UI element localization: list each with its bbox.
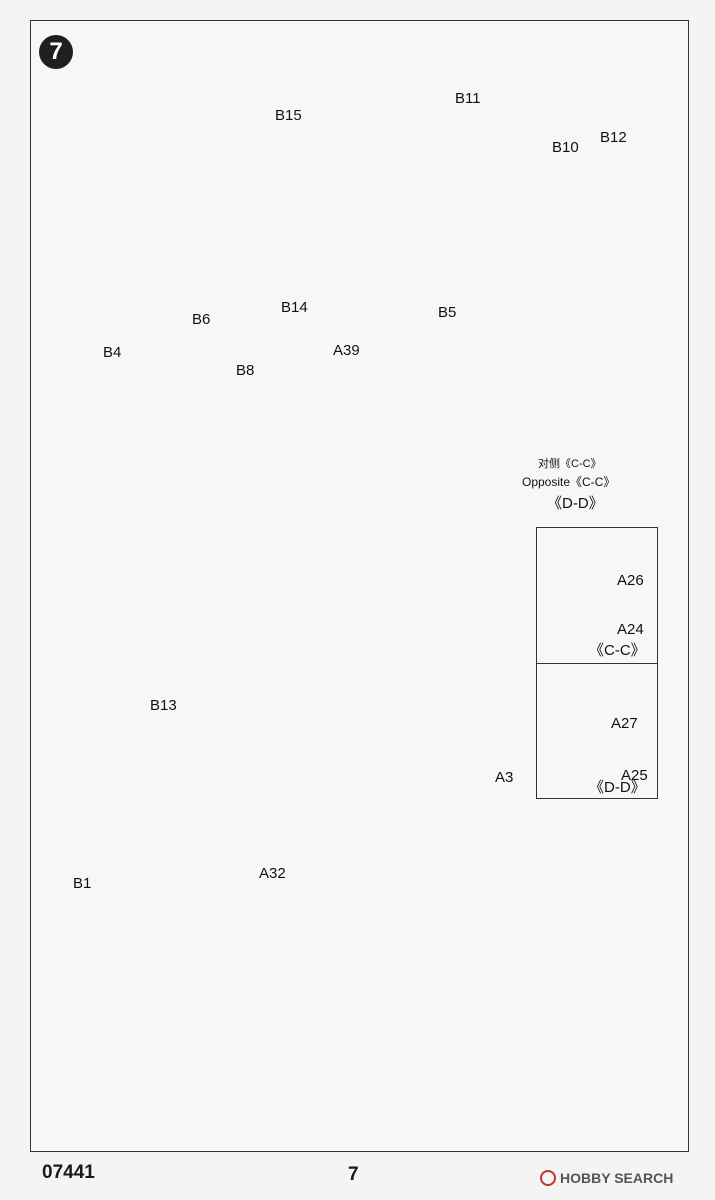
legend-divider [537,663,657,664]
opposite-note-english: Opposite《C-C》 [522,475,616,489]
label-b15: B15 [275,107,302,124]
instruction-sheet: 7 [30,20,689,1152]
detail-legend-box: A26 A24 《C-C》 A27 A25 《D-D》 [536,527,658,799]
product-code: 07441 [42,1162,95,1183]
legend-title-dd: 《D-D》 [589,779,646,796]
label-b5: B5 [438,304,457,321]
watermark: HOBBY SEARCH [540,1170,673,1186]
legend-label-a26: A26 [617,572,644,589]
label-b8: B8 [236,362,255,379]
label-b14: B14 [281,299,308,316]
legend-label-a27: A27 [611,715,638,732]
label-b1: B1 [73,875,92,892]
label-b11: B11 [455,90,481,107]
legend-label-a24: A24 [617,621,644,638]
label-b6: B6 [192,311,211,328]
label-a32: A32 [259,865,286,882]
label-a39: A39 [333,342,360,359]
label-b10: B10 [552,139,579,156]
legend-title-cc: 《C-C》 [589,642,646,659]
label-a3: A3 [495,769,514,786]
page-number: 7 [348,1164,359,1185]
opposite-note-alt: 《D-D》 [547,495,604,512]
step-number-badge: 7 [39,35,73,69]
watermark-logo-icon [540,1170,556,1186]
label-b13: B13 [150,697,177,714]
opposite-note-chinese: 对侧《C-C》 [538,458,602,470]
watermark-text: HOBBY SEARCH [560,1170,674,1186]
label-b12: B12 [600,129,627,146]
legend-label-a25: A25 [621,767,648,784]
label-b4: B4 [103,344,122,361]
